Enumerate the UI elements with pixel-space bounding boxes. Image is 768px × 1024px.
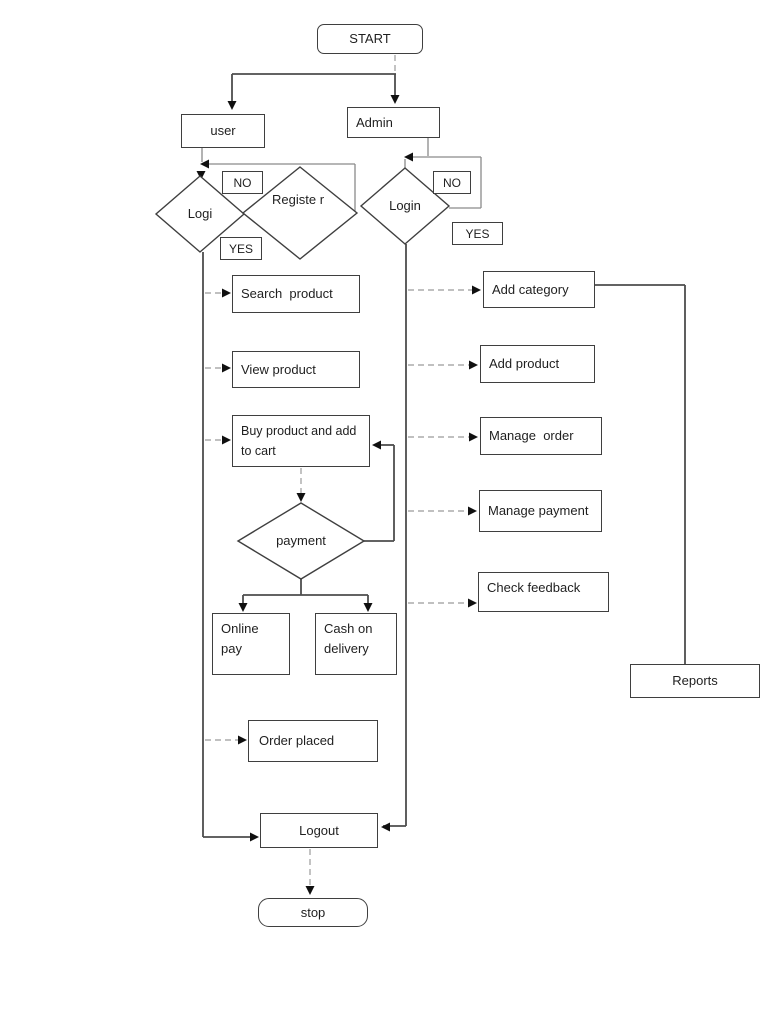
arrowhead-into-buy-product (222, 435, 231, 445)
node-stop: stop (258, 898, 368, 927)
flow-connectors-light (201, 138, 482, 212)
arrowhead-into-check-feedback (468, 598, 477, 608)
diamond-payment-shape (236, 502, 366, 580)
label-no-admin: NO (433, 171, 471, 194)
arrowhead-into-logout-right (381, 822, 390, 832)
node-add-product: Add product (480, 345, 595, 383)
node-logout: Logout (260, 813, 378, 848)
node-check-feedback: Check feedback (478, 572, 609, 612)
flow-connectors-dashed (205, 55, 472, 886)
arrowhead-into-search-product (222, 288, 231, 298)
label-yes-admin: YES (452, 222, 503, 245)
node-admin: Admin (347, 107, 440, 138)
arrowhead-loop-into-buy (372, 440, 381, 450)
node-add-category: Add category (483, 271, 595, 308)
arrowhead-into-add-category (472, 285, 481, 295)
arrowhead-into-user (227, 101, 237, 110)
arrowhead-into-manage-payment (468, 506, 477, 516)
label-no-user: NO (222, 171, 263, 194)
node-order-placed: Order placed (248, 720, 378, 762)
arrowhead-login-no (404, 152, 413, 162)
arrowhead-into-login-user (196, 171, 206, 180)
arrowhead-into-admin (390, 95, 400, 104)
node-reports: Reports (630, 664, 760, 698)
diamond-login-user-shape (154, 175, 246, 253)
arrowhead-into-manage-order (469, 432, 478, 442)
arrowhead-register-no (200, 159, 209, 169)
node-start: START (317, 24, 423, 54)
arrowhead-into-view-product (222, 363, 231, 373)
arrowhead-into-cash (363, 603, 373, 612)
node-manage-order: Manage order (480, 417, 602, 455)
arrowhead-into-online-pay (238, 603, 248, 612)
node-user: user (181, 114, 265, 148)
arrowhead-into-logout-left (250, 832, 259, 842)
flow-connectors-solid (202, 73, 686, 838)
arrowhead-into-order-placed (238, 735, 247, 745)
label-yes-user: YES (220, 237, 262, 260)
arrowhead-into-add-product (469, 360, 478, 370)
arrowhead-into-stop (305, 886, 315, 895)
node-buy-product: Buy product and add to cart (232, 415, 370, 467)
node-online-pay: Online pay (212, 613, 290, 675)
node-search-product: Search product (232, 275, 360, 313)
node-view-product: View product (232, 351, 360, 388)
arrowhead-into-payment (296, 493, 306, 502)
node-cash-on-delivery: Cash on delivery (315, 613, 397, 675)
diamond-register-shape (241, 166, 359, 260)
node-manage-payment: Manage payment (479, 490, 602, 532)
